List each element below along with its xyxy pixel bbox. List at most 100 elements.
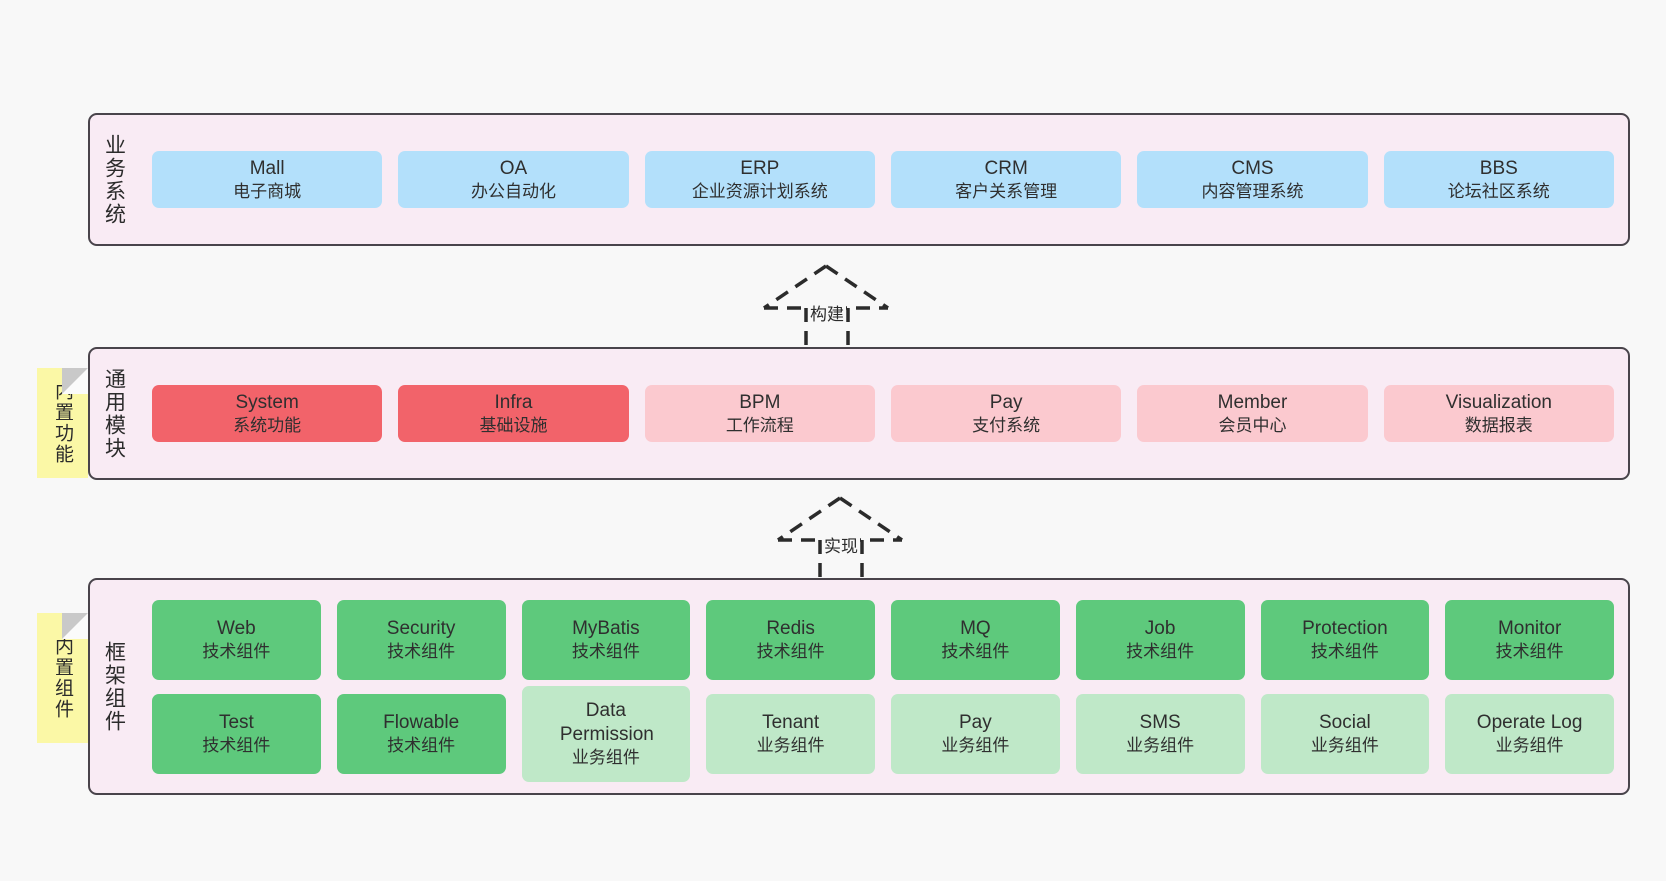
node-title: ERP xyxy=(740,157,780,179)
arrowhead-right-edge xyxy=(839,496,903,542)
node-security[interactable]: Security 技术组件 xyxy=(336,599,506,680)
node-erp[interactable]: ERP 企业资源计划系统 xyxy=(644,150,875,209)
node-mall[interactable]: Mall 电子商城 xyxy=(152,150,383,209)
connector-build: 构建 xyxy=(756,258,906,348)
node-crm[interactable]: CRM 客户关系管理 xyxy=(890,150,1122,209)
node-subtitle: 支付系统 xyxy=(972,415,1041,435)
node-row: Test 技术组件 Flowable 技术组件 Data Permission … xyxy=(152,685,1614,782)
node-title: Visualization xyxy=(1445,391,1552,413)
node-member[interactable]: Member 会员中心 xyxy=(1137,384,1368,443)
node-subtitle: 技术组件 xyxy=(756,641,825,661)
node-title: BBS xyxy=(1479,157,1518,179)
node-subtitle: 基础设施 xyxy=(479,415,548,435)
node-bpm[interactable]: BPM 工作流程 xyxy=(644,384,875,443)
node-flowable[interactable]: Flowable 技术组件 xyxy=(336,693,506,774)
node-title: Data Permission xyxy=(559,699,654,745)
node-subtitle: 技术组件 xyxy=(941,641,1010,661)
node-title: MyBatis xyxy=(572,617,640,639)
node-subtitle: 电子商城 xyxy=(233,181,302,201)
node-row: Web 技术组件 Security 技术组件 MyBatis 技术组件 Redi… xyxy=(152,599,1614,680)
node-title: Monitor xyxy=(1497,617,1562,639)
node-subtitle: 系统功能 xyxy=(233,415,302,435)
node-redis[interactable]: Redis 技术组件 xyxy=(706,599,875,680)
node-subtitle: 业务组件 xyxy=(941,735,1010,755)
node-subtitle: 业务组件 xyxy=(571,747,640,767)
node-test[interactable]: Test 技术组件 xyxy=(152,693,321,774)
node-title: Pay xyxy=(989,391,1023,413)
node-title: CMS xyxy=(1231,157,1274,179)
sticky-note-label: 内置组件 xyxy=(52,636,73,720)
node-subtitle: 业务组件 xyxy=(1310,735,1379,755)
node-subtitle: 技术组件 xyxy=(1310,641,1379,661)
node-social[interactable]: Social 业务组件 xyxy=(1260,693,1430,774)
node-title: BPM xyxy=(739,391,781,413)
node-subtitle: 技术组件 xyxy=(1126,641,1195,661)
node-pay-component[interactable]: Pay 业务组件 xyxy=(891,693,1060,774)
node-mq[interactable]: MQ 技术组件 xyxy=(891,599,1060,680)
node-title: Job xyxy=(1144,617,1176,639)
node-subtitle: 业务组件 xyxy=(756,735,825,755)
node-data-permission[interactable]: Data Permission 业务组件 xyxy=(521,685,691,782)
connector-implement: 实现 xyxy=(770,490,920,580)
node-subtitle: 业务组件 xyxy=(1126,735,1195,755)
node-row: System 系统功能 Infra 基础设施 BPM 工作流程 Pay 支付系统… xyxy=(152,384,1614,443)
sticky-note-builtin-component: 内置组件 xyxy=(37,613,88,743)
node-subtitle: 数据报表 xyxy=(1464,415,1533,435)
node-subtitle: 论坛社区系统 xyxy=(1447,181,1550,201)
layer-body-common-module: System 系统功能 Infra 基础设施 BPM 工作流程 Pay 支付系统… xyxy=(138,349,1628,478)
layer-title-business-system: 业务系统 xyxy=(102,133,126,226)
node-oa[interactable]: OA 办公自动化 xyxy=(398,150,629,209)
node-tenant[interactable]: Tenant 业务组件 xyxy=(706,693,875,774)
node-title: Infra xyxy=(494,391,533,413)
node-title: System xyxy=(235,391,299,413)
node-subtitle: 技术组件 xyxy=(571,641,640,661)
layer-common-module: 通用模块 System 系统功能 Infra 基础设施 BPM 工作流程 Pay… xyxy=(88,347,1630,480)
node-pay-module[interactable]: Pay 支付系统 xyxy=(890,384,1122,443)
node-title: Protection xyxy=(1302,617,1388,639)
node-subtitle: 技术组件 xyxy=(387,735,456,755)
node-title: Web xyxy=(217,617,256,639)
node-row: Mall 电子商城 OA 办公自动化 ERP 企业资源计划系统 CRM 客户关系… xyxy=(152,150,1614,209)
layer-title-common-module: 通用模块 xyxy=(102,367,126,460)
node-title: Member xyxy=(1217,391,1288,413)
layer-body-business-system: Mall 电子商城 OA 办公自动化 ERP 企业资源计划系统 CRM 客户关系… xyxy=(138,115,1628,244)
node-mybatis[interactable]: MyBatis 技术组件 xyxy=(521,599,691,680)
node-title: Pay xyxy=(959,711,992,733)
layer-framework-component: 框架组件 Web 技术组件 Security 技术组件 MyBatis 技术组件… xyxy=(88,578,1630,795)
node-subtitle: 业务组件 xyxy=(1495,735,1564,755)
node-subtitle: 技术组件 xyxy=(387,641,456,661)
node-subtitle: 技术组件 xyxy=(202,735,271,755)
node-operate-log[interactable]: Operate Log 业务组件 xyxy=(1445,693,1614,774)
node-subtitle: 会员中心 xyxy=(1218,415,1287,435)
node-protection[interactable]: Protection 技术组件 xyxy=(1260,599,1430,680)
connector-label-build: 构建 xyxy=(808,300,846,325)
node-title: Security xyxy=(386,617,456,639)
node-visualization[interactable]: Visualization 数据报表 xyxy=(1383,384,1614,443)
arrowhead-left-edge xyxy=(777,496,841,542)
node-system[interactable]: System 系统功能 xyxy=(152,384,383,443)
node-title: Tenant xyxy=(762,711,820,733)
node-bbs[interactable]: BBS 论坛社区系统 xyxy=(1383,150,1614,209)
node-title: Operate Log xyxy=(1476,711,1583,733)
node-title: Flowable xyxy=(383,711,460,733)
arrowhead-left-edge xyxy=(763,264,827,310)
node-title: Redis xyxy=(766,617,815,639)
node-subtitle: 技术组件 xyxy=(1495,641,1564,661)
node-title: Test xyxy=(218,711,254,733)
node-sms[interactable]: SMS 业务组件 xyxy=(1075,693,1245,774)
layer-body-framework-component: Web 技术组件 Security 技术组件 MyBatis 技术组件 Redi… xyxy=(138,580,1628,793)
node-title: SMS xyxy=(1139,711,1181,733)
node-monitor[interactable]: Monitor 技术组件 xyxy=(1445,599,1614,680)
node-subtitle: 内容管理系统 xyxy=(1201,181,1304,201)
node-cms[interactable]: CMS 内容管理系统 xyxy=(1137,150,1368,209)
connector-label-implement: 实现 xyxy=(822,532,860,557)
node-subtitle: 办公自动化 xyxy=(470,181,556,201)
node-infra[interactable]: Infra 基础设施 xyxy=(398,384,629,443)
node-title: Mall xyxy=(249,157,285,179)
node-web[interactable]: Web 技术组件 xyxy=(152,599,321,680)
node-title: OA xyxy=(499,157,528,179)
node-title: Social xyxy=(1319,711,1371,733)
node-job[interactable]: Job 技术组件 xyxy=(1075,599,1245,680)
node-title: CRM xyxy=(984,157,1028,179)
